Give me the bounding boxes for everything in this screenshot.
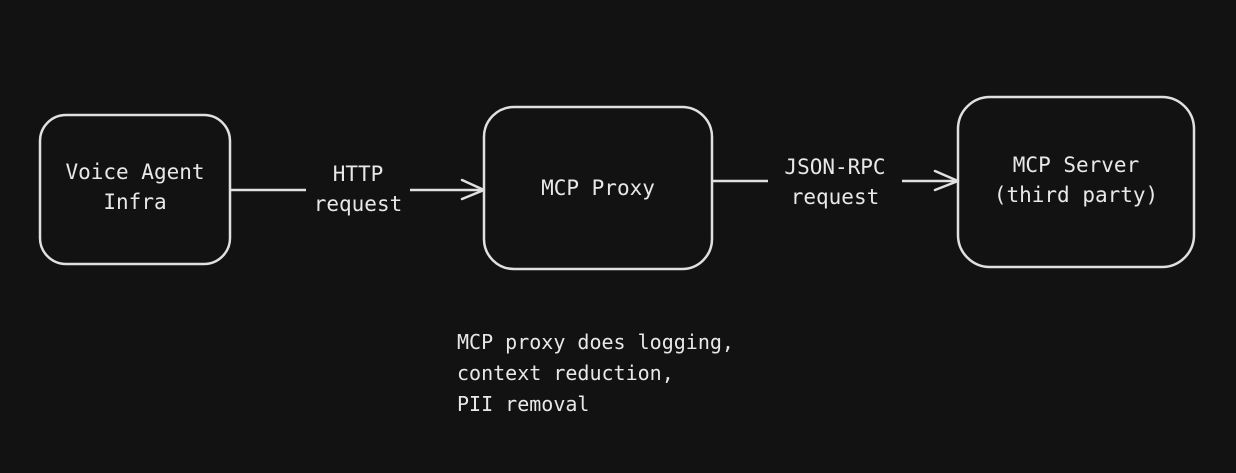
proxy-note-line-2: context reduction, [457, 361, 674, 385]
jsonrpc-edge-label: JSON-RPC request [768, 152, 902, 212]
proxy-note-line-1: MCP proxy does logging, [457, 330, 734, 354]
http-arrow-head [460, 178, 486, 201]
voice-agent-label: Voice Agent Infra [65, 160, 205, 214]
jsonrpc-arrow-head [933, 169, 960, 192]
mcp-proxy-label: MCP Proxy [541, 176, 655, 200]
http-edge-label: HTTP request [306, 159, 410, 219]
proxy-note-line-3: PII removal [457, 392, 590, 416]
mcp-proxy-box[interactable] [482, 105, 714, 271]
proxy-note: MCP proxy does logging, context reductio… [457, 327, 734, 420]
mcp-server-label: MCP Server (third party) [993, 153, 1159, 207]
